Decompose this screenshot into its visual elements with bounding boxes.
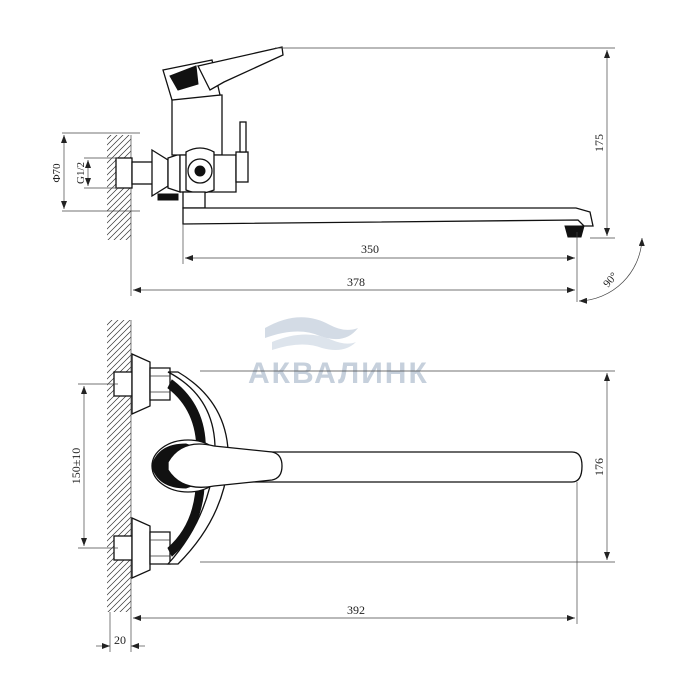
top-body-crescent	[166, 371, 229, 565]
side-dim-height: 175	[592, 134, 606, 152]
top-flange-upper	[131, 352, 151, 416]
top-lever-handle	[167, 443, 283, 488]
top-view: 176 150±10 392 20	[69, 320, 615, 652]
side-hose-outlet	[157, 193, 179, 201]
top-dim-height: 176	[592, 458, 606, 476]
side-spout	[182, 207, 594, 227]
side-nut	[167, 153, 181, 193]
side-diverter-knob	[239, 121, 247, 153]
side-dim-thread: G1/2	[75, 162, 87, 184]
top-wall-hatch	[107, 320, 131, 612]
top-nut-upper	[149, 367, 171, 401]
side-body	[171, 94, 223, 156]
top-nut-upper-edges	[150, 375, 170, 393]
side-lever-handle	[197, 46, 284, 91]
top-nut-lower-edges	[150, 539, 170, 557]
watermark-wave-icon-2	[272, 334, 356, 350]
top-nut-lower	[149, 531, 171, 565]
side-dim-angle-arc	[578, 237, 645, 304]
watermark-brand: АКВАЛИНК	[248, 357, 429, 390]
top-flange-lower	[131, 516, 151, 580]
side-flange	[151, 148, 169, 198]
top-spout	[219, 451, 583, 483]
side-dim-total-reach: 378	[347, 275, 365, 289]
side-eccentric	[131, 161, 155, 185]
side-dim-spout-reach: 350	[361, 242, 379, 256]
watermark: АКВАЛИНК	[248, 317, 429, 390]
side-aerator	[564, 225, 585, 238]
top-dim-wall-offset: 20	[114, 633, 126, 647]
side-inlet-pipe	[115, 157, 133, 189]
side-diverter-body	[235, 151, 249, 183]
side-view: 175 Φ70 G1/2 350 378 90°	[51, 46, 645, 304]
watermark-wave-icon	[265, 317, 358, 340]
top-dim-inlet-spacing: 150±10	[69, 448, 83, 485]
top-dim-total-reach: 392	[347, 603, 365, 617]
side-cap-shade	[169, 65, 199, 91]
side-diverter-core	[194, 165, 206, 177]
side-spout-swivel	[182, 191, 206, 209]
side-dim-diameter: Φ70	[51, 163, 63, 183]
